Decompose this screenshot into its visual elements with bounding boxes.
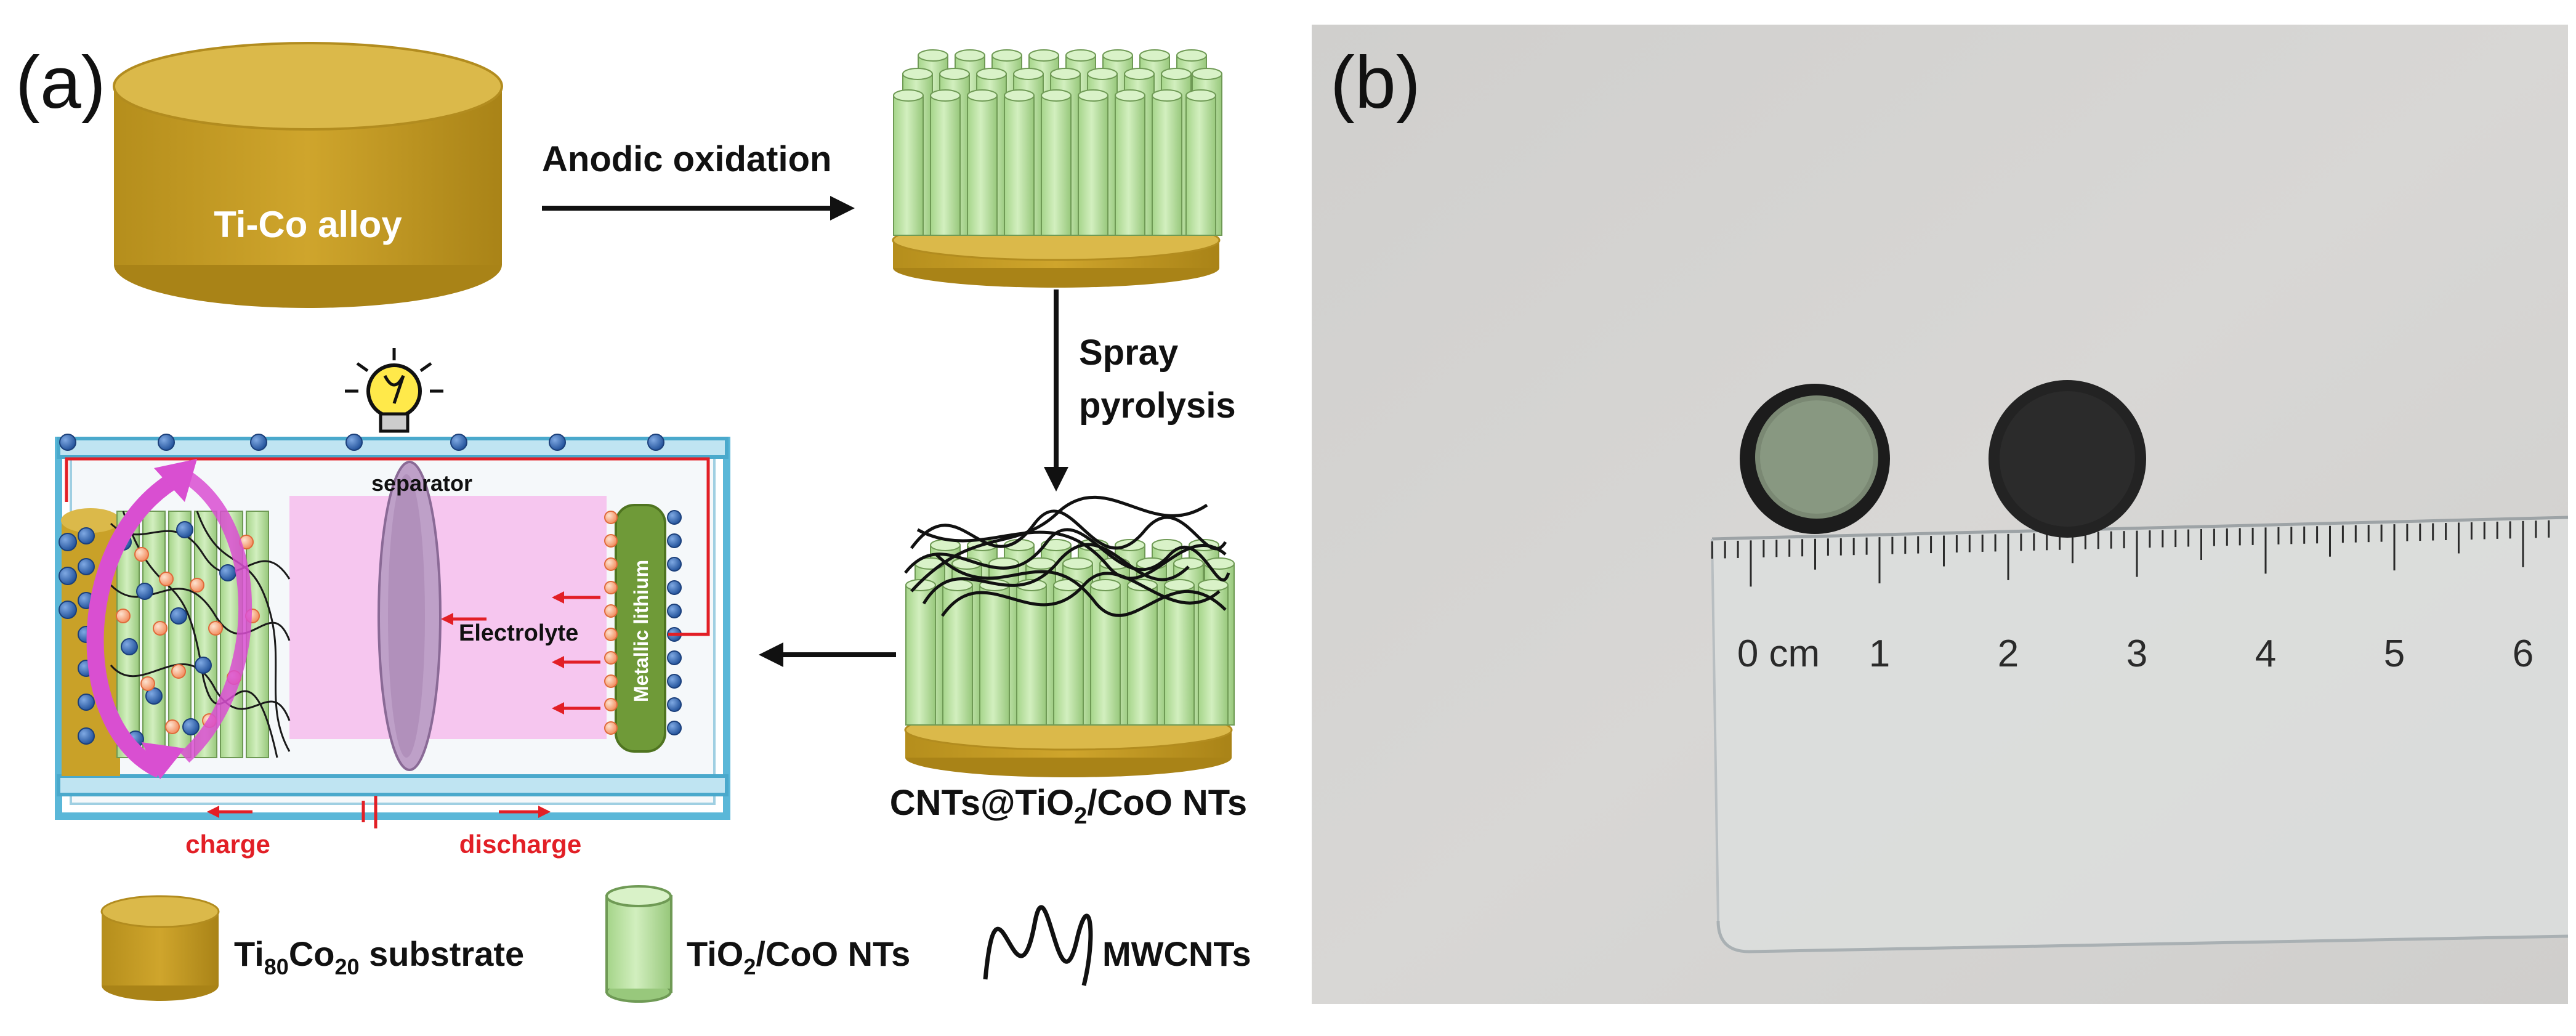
cycle-arrow-left — [86, 469, 183, 778]
anode-label: Metallic lithium — [630, 560, 652, 702]
ruler-label: 5 — [2384, 633, 2405, 675]
ruler-label: 6 — [2513, 633, 2534, 675]
ruler-label: 1 — [1869, 633, 1890, 675]
circuit-wire — [65, 457, 710, 636]
legend-substrate-label: Ti80Co20 substrate — [234, 934, 524, 979]
legend: Ti80Co20 substrate TiO2/CoO NTs MWCNTs — [100, 885, 1251, 1003]
step-spray-label-2: pyrolysis — [1079, 386, 1236, 426]
legend-nanotube-icon — [605, 885, 672, 1003]
step-anodic-oxidation: Anodic oxidation — [542, 139, 831, 179]
battery-schematic: separator Metallic lithium Electrolyte — [55, 348, 730, 859]
cnt-nanotube-array — [904, 495, 1235, 777]
cycle-arrow-right — [180, 471, 252, 763]
ruler: 0 cm 1 2 3 4 5 6 — [1711, 516, 2569, 953]
ruler-label: 0 cm — [1737, 633, 1820, 675]
electrode-disc-green — [1740, 384, 1890, 534]
nanotube-array — [892, 49, 1222, 288]
panel-a-label: (a) — [15, 41, 106, 124]
alloy-label: Ti-Co alloy — [214, 204, 402, 245]
charge-label: charge — [185, 830, 270, 859]
product-label: CNTs@TiO2/CoO NTs — [890, 783, 1247, 829]
ruler-label: 2 — [1998, 633, 2019, 675]
ruler-label: 4 — [2255, 633, 2276, 675]
step-spray-label-1: Spray — [1079, 333, 1178, 373]
lightbulb-icon — [345, 348, 443, 433]
electrode-disc-black — [1989, 380, 2146, 538]
panel-a: (a) Ti-Co alloy Anodic oxidation Spray p… — [15, 41, 1251, 1003]
lithium-anode — [615, 504, 666, 753]
legend-nanotube-label: TiO2/CoO NTs — [687, 934, 910, 979]
discharge-label: discharge — [459, 830, 581, 859]
legend-substrate-icon — [100, 895, 220, 1001]
panel-b: (b) 0 cm 1 2 3 4 5 6 — [1312, 25, 2569, 1004]
ruler-label: 3 — [2126, 633, 2147, 675]
legend-mwcnt-label: MWCNTs — [1102, 934, 1251, 973]
ion-flow-arrows — [441, 591, 600, 714]
ti-co-alloy-cylinder: Ti-Co alloy — [113, 42, 503, 308]
ruler-ticks — [1711, 520, 2550, 587]
legend-mwcnt-icon — [983, 905, 1093, 986]
separator-label: separator — [371, 471, 472, 496]
panel-b-label: (b) — [1330, 41, 1421, 124]
electrolyte-label: Electrolyte — [459, 620, 578, 646]
